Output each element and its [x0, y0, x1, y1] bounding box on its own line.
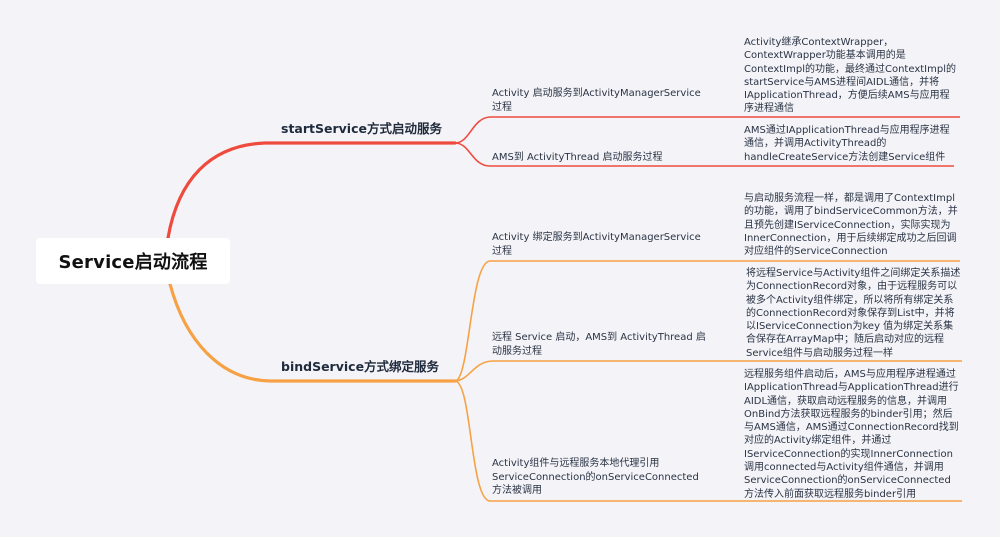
topic-start-service[interactable]: startService方式启动服务 [281, 118, 442, 137]
detail-text: Activity继承ContextWrapper，ContextWrapper功… [744, 37, 956, 115]
detail-bind-3[interactable]: 远程服务组件启动后，AMS与应用程序进程通过IApplicationThread… [744, 368, 959, 501]
connector-bind-branch [168, 282, 457, 383]
topic-bind-service-label: bindService方式绑定服务 [281, 359, 440, 374]
detail-start-2[interactable]: AMS通过IApplicationThread与应用程序进程通信，并调用Acti… [744, 124, 959, 164]
connector-bind-child-2 [454, 360, 962, 382]
topic-bind-service[interactable]: bindService方式绑定服务 [281, 356, 439, 375]
connector-start-child-1 [454, 116, 960, 144]
topic-start-service-label: startService方式启动服务 [281, 121, 442, 136]
subtopic-label: Activity组件与远程服务本地代理引用ServiceConnection的o… [492, 458, 699, 496]
subtopic-start-2[interactable]: AMS到 ActivityThread 启动服务过程 [492, 151, 707, 165]
subtopic-label: Activity 启动服务到ActivityManagerService过程 [492, 88, 701, 113]
connector-start-child-2 [454, 142, 954, 167]
subtopic-label: Activity 绑定服务到ActivityManagerService过程 [492, 232, 701, 257]
subtopic-start-1[interactable]: Activity 启动服务到ActivityManagerService过程 [492, 87, 707, 114]
detail-bind-1[interactable]: 与启动服务流程一样，都是调用了ContextImpl的功能，调用了bindSer… [744, 192, 959, 258]
detail-text: AMS通过IApplicationThread与应用程序进程通信，并调用Acti… [744, 125, 950, 163]
connector-start-branch [166, 141, 457, 240]
root-topic[interactable]: Service启动流程 [36, 238, 230, 284]
subtopic-label: 远程 Service 启动，AMS到 ActivityThread 启动服务过程 [492, 332, 706, 357]
detail-text: 与启动服务流程一样，都是调用了ContextImpl的功能，调用了bindSer… [744, 193, 958, 258]
detail-text: 远程服务组件启动后，AMS与应用程序进程通过IApplicationThread… [744, 369, 959, 500]
subtopic-bind-1[interactable]: Activity 绑定服务到ActivityManagerService过程 [492, 231, 707, 258]
detail-text: 将远程Service与Activity组件之间绑定关系描述为Connection… [746, 268, 961, 359]
subtopic-label: AMS到 ActivityThread 启动服务过程 [492, 152, 663, 163]
root-topic-label: Service启动流程 [58, 252, 208, 273]
connector-bind-child-1 [454, 260, 960, 382]
subtopic-bind-2[interactable]: 远程 Service 启动，AMS到 ActivityThread 启动服务过程 [492, 331, 707, 358]
subtopic-bind-3[interactable]: Activity组件与远程服务本地代理引用ServiceConnection的o… [492, 457, 707, 498]
detail-start-1[interactable]: Activity继承ContextWrapper，ContextWrapper功… [744, 36, 959, 116]
detail-bind-2[interactable]: 将远程Service与Activity组件之间绑定关系描述为Connection… [746, 267, 961, 360]
connector-bind-child-3 [454, 380, 962, 502]
